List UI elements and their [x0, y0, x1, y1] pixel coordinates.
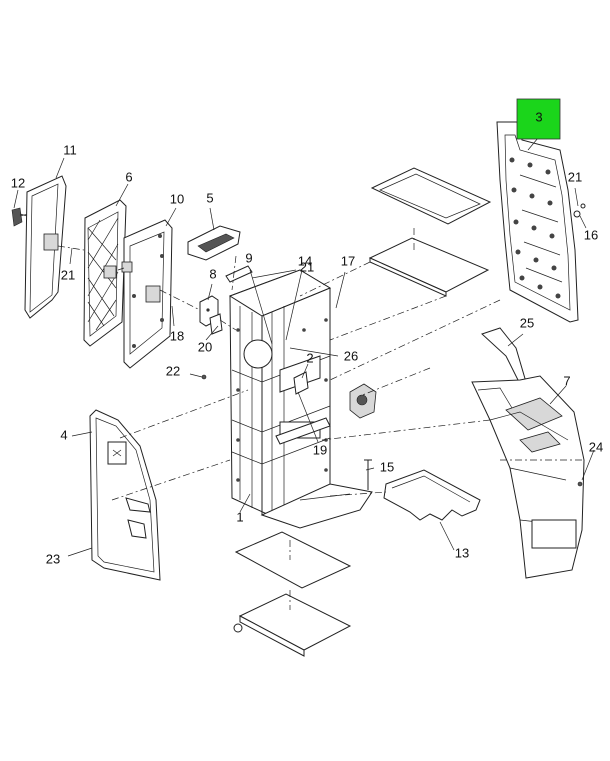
callout-8[interactable]: 8: [209, 266, 216, 281]
part-24-screw[interactable]: [577, 481, 583, 487]
callout-13[interactable]: 13: [455, 545, 469, 560]
part-17-floor-sheet-upper[interactable]: [370, 167, 492, 225]
callout-16[interactable]: 16: [584, 227, 598, 242]
callout-20[interactable]: 20: [198, 339, 212, 354]
part-11-side-panel[interactable]: [24, 175, 67, 319]
callout-17[interactable]: 17: [341, 253, 355, 268]
part-13-floor-mat[interactable]: [383, 469, 481, 521]
callout-10[interactable]: 10: [170, 191, 184, 206]
callout-4[interactable]: 4: [60, 427, 67, 442]
part-17-floor-sheet-lower[interactable]: [368, 237, 490, 297]
callout-11[interactable]: 11: [63, 142, 77, 157]
part-5-vent[interactable]: [187, 225, 241, 261]
part-3-rear-panel[interactable]: [496, 121, 579, 323]
part-23-side-cover[interactable]: [89, 409, 161, 581]
callout-1[interactable]: 1: [236, 509, 243, 524]
part-26-motor[interactable]: [349, 383, 377, 419]
part-1-frame[interactable]: [228, 269, 373, 529]
part-19-rail[interactable]: [275, 417, 331, 445]
callout-14[interactable]: 14: [298, 253, 312, 268]
callout-2[interactable]: 2: [306, 350, 313, 365]
floor-plate-bottom[interactable]: [233, 593, 352, 657]
assembly-lines: [19, 213, 582, 610]
callout-labels: 3 11 12 6 10 5 21 21 21 16 9 14 17 8 18 …: [11, 109, 603, 566]
part-12-latch[interactable]: [11, 207, 28, 227]
callout-26[interactable]: 26: [344, 348, 358, 363]
part-7-console[interactable]: [471, 375, 585, 579]
callout-18[interactable]: 18: [170, 328, 184, 343]
callout-19[interactable]: 19: [313, 442, 327, 457]
part-25-strip[interactable]: [481, 327, 527, 385]
leader-lines: [13, 137, 595, 557]
callout-3[interactable]: 3: [535, 109, 542, 124]
callout-21-top-right[interactable]: 21: [568, 169, 582, 184]
callout-25[interactable]: 25: [520, 315, 534, 330]
part-6-mesh-panel[interactable]: [83, 199, 127, 347]
highlight-box-part-3: [516, 98, 561, 140]
part-22-screw[interactable]: [201, 374, 207, 380]
part-16-fastener[interactable]: [573, 203, 586, 218]
callout-21-left[interactable]: 21: [61, 267, 75, 282]
callout-23[interactable]: 23: [46, 551, 60, 566]
callout-5[interactable]: 5: [206, 190, 213, 205]
callout-21-middle[interactable]: 21: [300, 259, 314, 274]
callout-6[interactable]: 6: [125, 169, 132, 184]
callout-7[interactable]: 7: [563, 373, 570, 388]
part-10-trim-panel[interactable]: [121, 219, 173, 369]
part-21-screw[interactable]: [225, 265, 253, 283]
part-20-hinge[interactable]: [209, 313, 223, 335]
callout-24[interactable]: 24: [589, 439, 603, 454]
part-2-clip[interactable]: [293, 371, 309, 395]
part-15-bolt[interactable]: [364, 459, 372, 490]
callout-12[interactable]: 12: [11, 175, 25, 190]
callout-15[interactable]: 15: [380, 459, 394, 474]
floor-plate-middle[interactable]: [234, 531, 352, 589]
callout-9[interactable]: 9: [245, 250, 252, 265]
callout-22[interactable]: 22: [166, 363, 180, 378]
